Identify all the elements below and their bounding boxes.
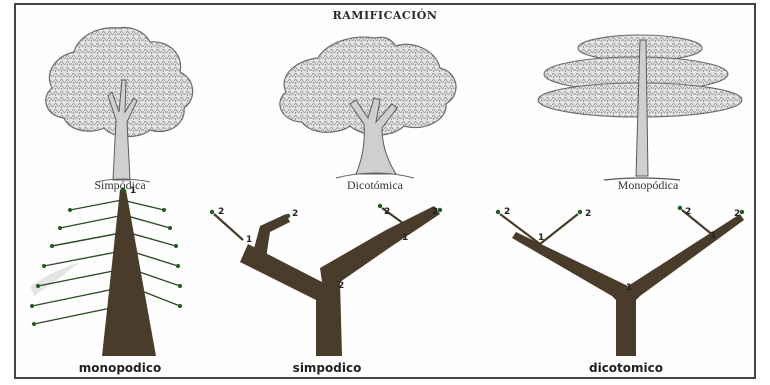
label-diagram-sympodial: simpodico bbox=[247, 361, 407, 375]
diagram-dichotomous bbox=[496, 206, 744, 356]
branch-number-dichotomous-e: 1 bbox=[538, 233, 544, 243]
branch-number-dichotomous-b: 2 bbox=[585, 209, 591, 219]
branch-number-sympodial-f: 1 bbox=[402, 233, 408, 243]
tree-monopodial-illustration bbox=[538, 35, 742, 180]
branch-number-sympodial-b: 2 bbox=[292, 209, 298, 219]
label-diagram-dichotomous: dicotomico bbox=[546, 361, 706, 375]
branch-number-sympodial-c: 2 bbox=[384, 207, 390, 217]
branch-number-sympodial-a: 2 bbox=[218, 207, 224, 217]
branch-number-dichotomous-a: 2 bbox=[504, 207, 510, 217]
branch-number-dichotomous-d: 2 bbox=[734, 209, 740, 219]
branch-number-dichotomous-f: 1 bbox=[710, 231, 716, 241]
branch-number-sympodial-g: 2 bbox=[338, 281, 344, 291]
tree-dichotomous-illustration bbox=[280, 37, 456, 178]
diagram-sympodial bbox=[210, 204, 442, 356]
branch-number-dichotomous-g: 1 bbox=[626, 283, 632, 293]
label-tree-monopodial: Monopódica bbox=[568, 178, 728, 193]
label-diagram-monopodial: monopodico bbox=[40, 361, 200, 375]
branch-number-dichotomous-c: 2 bbox=[685, 207, 691, 217]
branch-number-sympodial-d: 2 bbox=[432, 207, 438, 217]
label-tree-dichotomous: Dicotómica bbox=[295, 178, 455, 193]
diagram-monopodial bbox=[30, 188, 182, 357]
branch-number-sympodial-e: 1 bbox=[246, 235, 252, 245]
tree-sympodial-illustration bbox=[46, 28, 193, 182]
label-tree-sympodial: Simpódica bbox=[40, 178, 200, 193]
